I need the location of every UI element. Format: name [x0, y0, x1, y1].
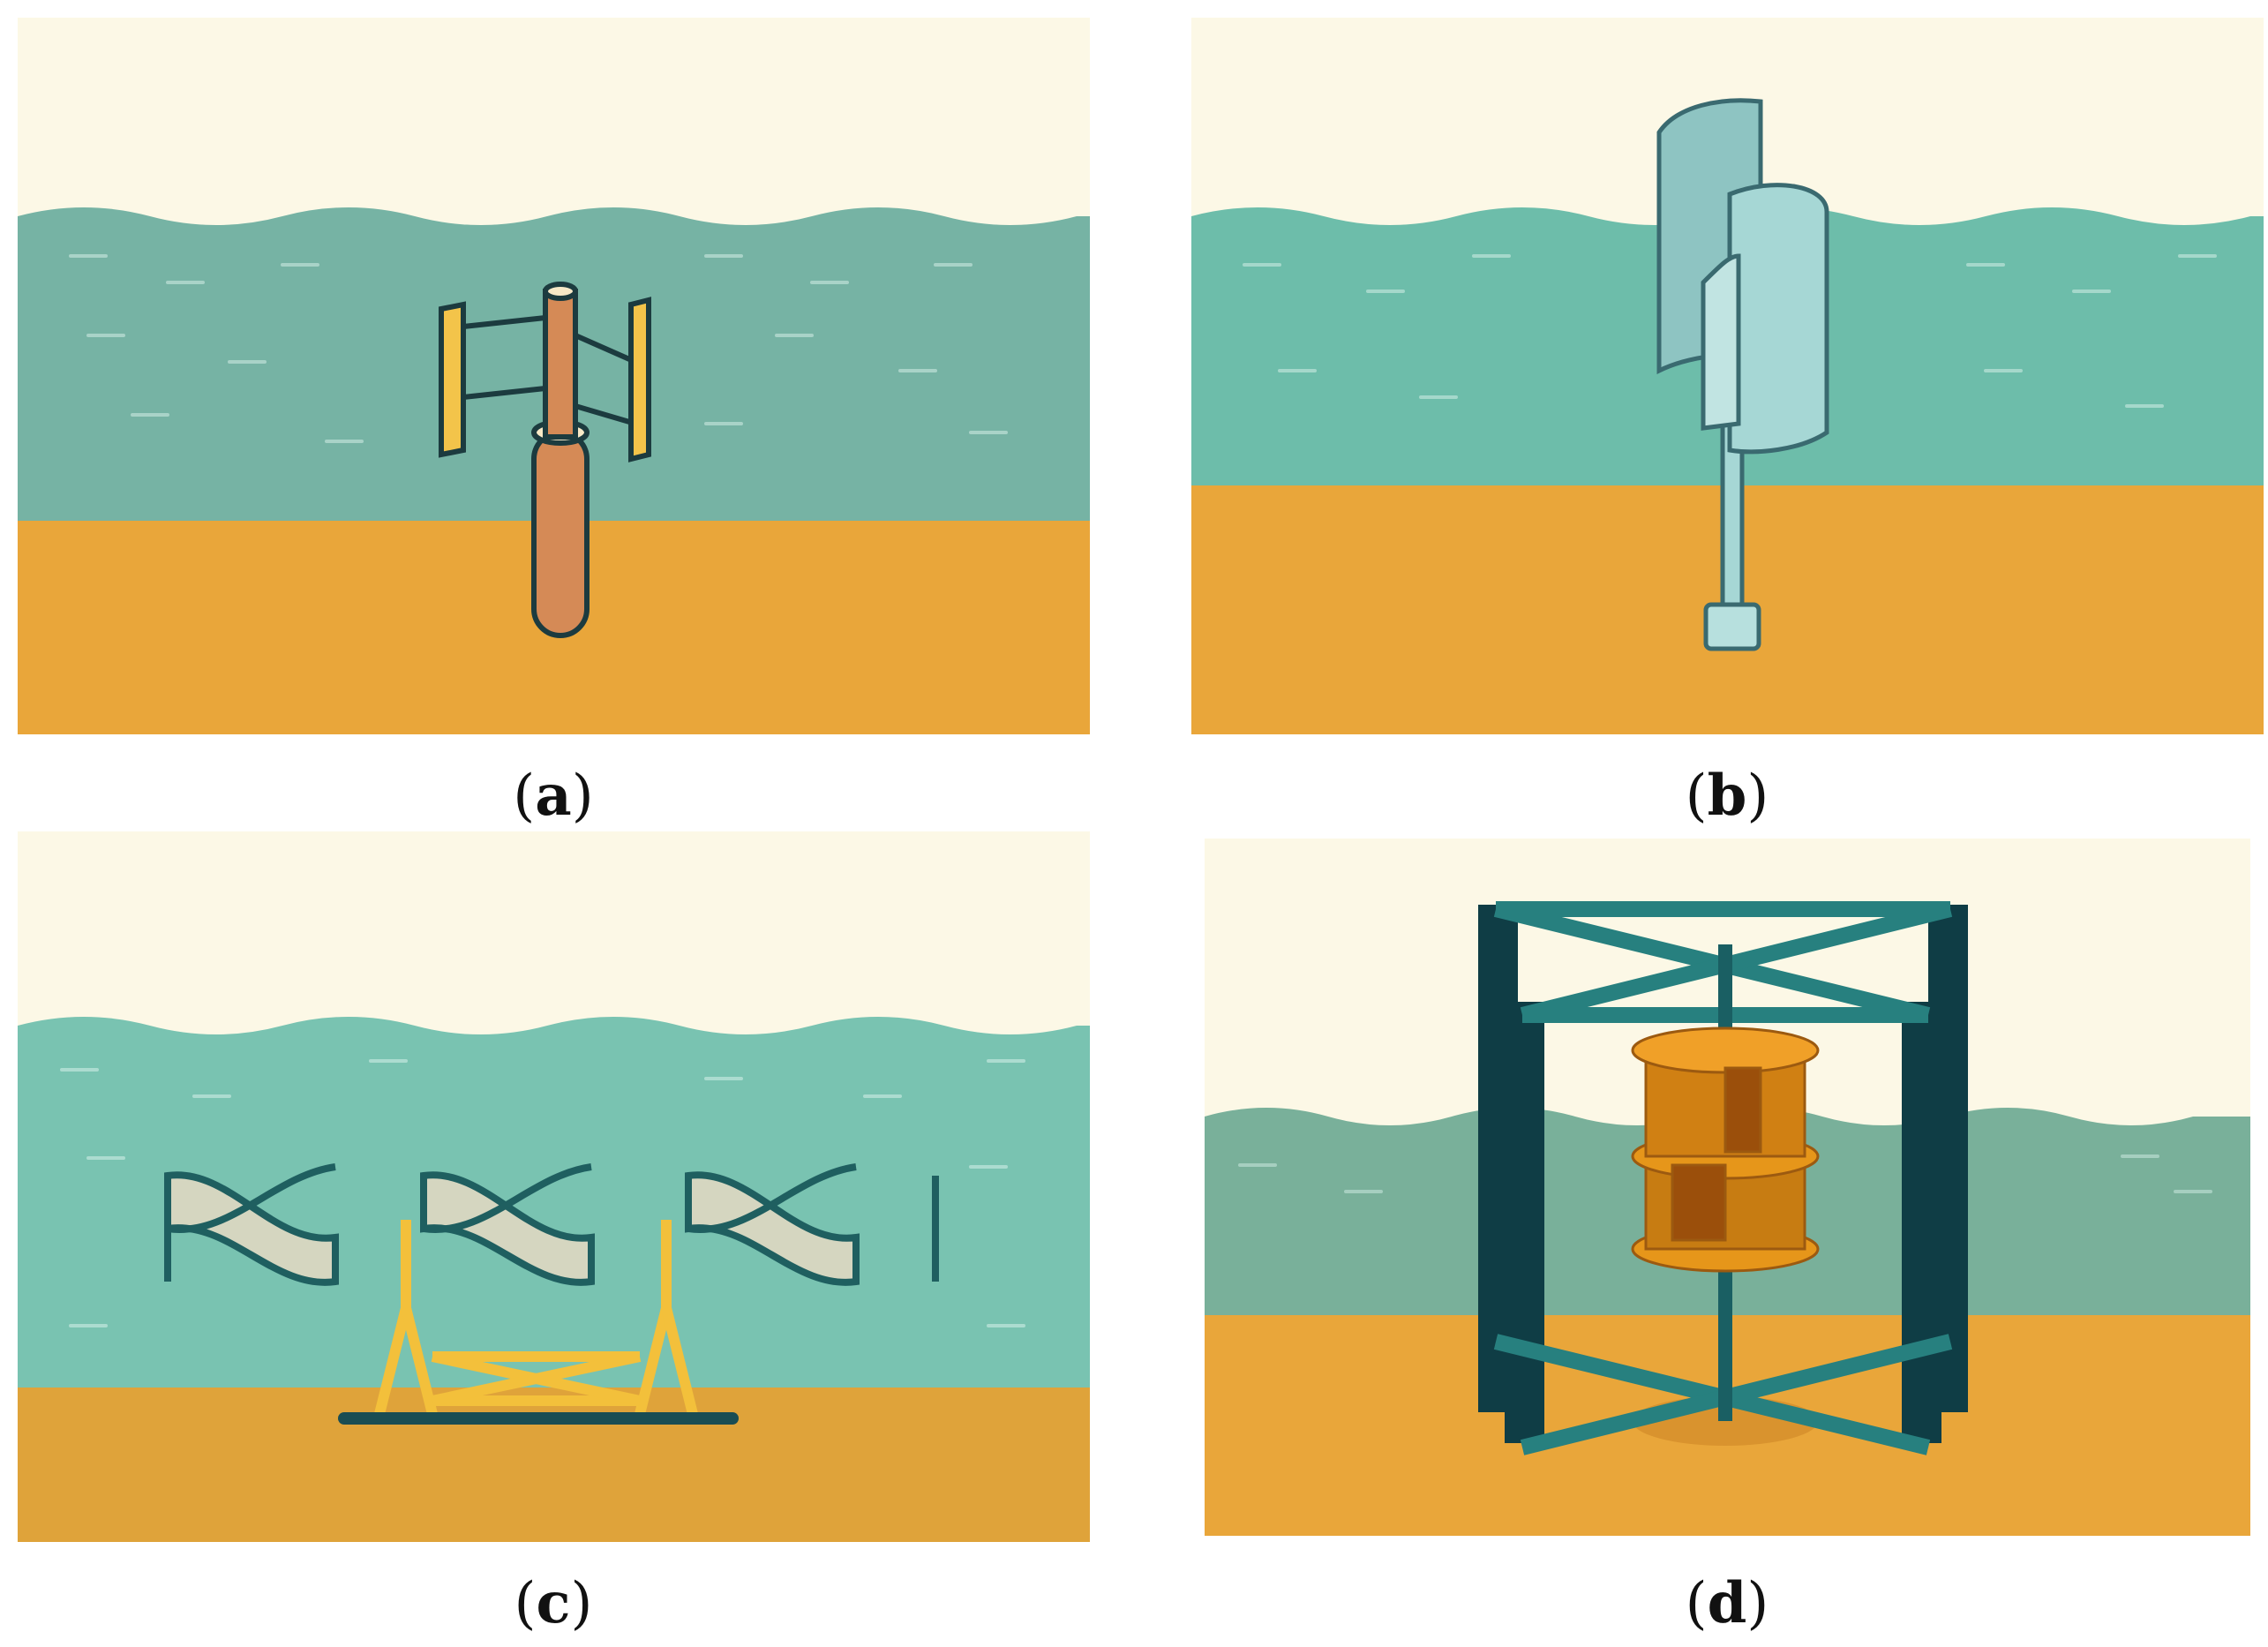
water-ripples [69, 254, 1008, 443]
water-ripples [60, 1059, 1025, 1327]
support-frame [374, 1220, 698, 1416]
caption-b-label: b [1707, 763, 1747, 829]
helical-rotors [164, 1163, 939, 1286]
darrieus-turbine [439, 282, 651, 638]
panel-b-illustration [1191, 18, 2264, 734]
caption-d-label: d [1707, 1570, 1747, 1636]
water-ripples [1243, 254, 2217, 408]
seabed [18, 1388, 1090, 1542]
panel-c-illustration [18, 831, 1090, 1542]
caption-a: (a) [513, 763, 594, 829]
caption-c-label: c [536, 1570, 571, 1636]
caption-c: (c) [514, 1570, 593, 1636]
caption-a-label: a [535, 763, 572, 829]
water-ripples [1238, 1154, 2212, 1193]
panel-a-illustration [18, 18, 1090, 734]
caption-d: (d) [1685, 1570, 1769, 1636]
caption-b: (b) [1685, 763, 1769, 829]
water [18, 1017, 1090, 1388]
savonius-helical-turbine [1656, 98, 1829, 651]
savonius-rotor [1631, 1027, 1820, 1273]
panel-d-illustration [1205, 839, 2250, 1536]
